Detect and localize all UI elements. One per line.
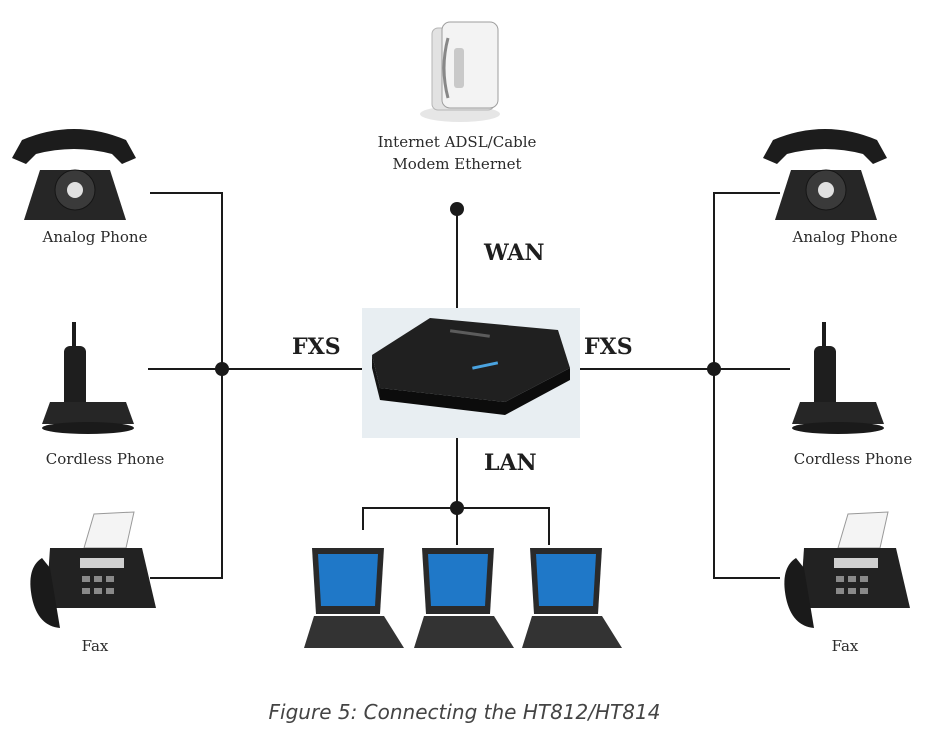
lan-junction-dot [450,501,464,515]
left-cordless-phone-label: Cordless Phone [45,450,165,468]
figure-caption: Figure 5: Connecting the HT812/HT814 [268,700,661,724]
fax-icon-right [784,511,910,628]
fxs-right-port-label: FXS [584,334,633,360]
laptop-icon-3 [522,548,622,648]
left-analog-phone-label: Analog Phone [42,228,148,246]
modem-label-line1: Internet ADSL/Cable [377,133,537,151]
right-junction-dot [707,362,721,376]
right-bus-line [713,192,780,579]
connection-lines [148,192,790,579]
gateway-device [362,308,580,438]
modem-label-line2: Modem Ethernet [392,155,522,173]
right-analog-phone-label: Analog Phone [792,228,898,246]
cordless-phone-icon-right [792,322,884,434]
cordless-phone-icon-left [42,322,134,434]
left-fax-label: Fax [81,637,109,655]
left-bus-line [150,192,223,579]
junction-dots [215,202,721,515]
right-cordless-phone-label: Cordless Phone [793,450,913,468]
fax-icon-left [30,511,156,628]
analog-phone-icon-left [12,129,136,220]
laptop-icon-2 [414,548,514,648]
right-fax-label: Fax [831,637,859,655]
analog-phone-icon-right [763,129,887,220]
lan-port-label: LAN [484,450,537,476]
laptop-icon-1 [304,548,404,648]
left-junction-dot [215,362,229,376]
wan-port-label: WAN [484,240,545,266]
wan-junction-dot [450,202,464,216]
fxs-left-port-label: FXS [292,334,341,360]
modem-icon [420,21,500,122]
